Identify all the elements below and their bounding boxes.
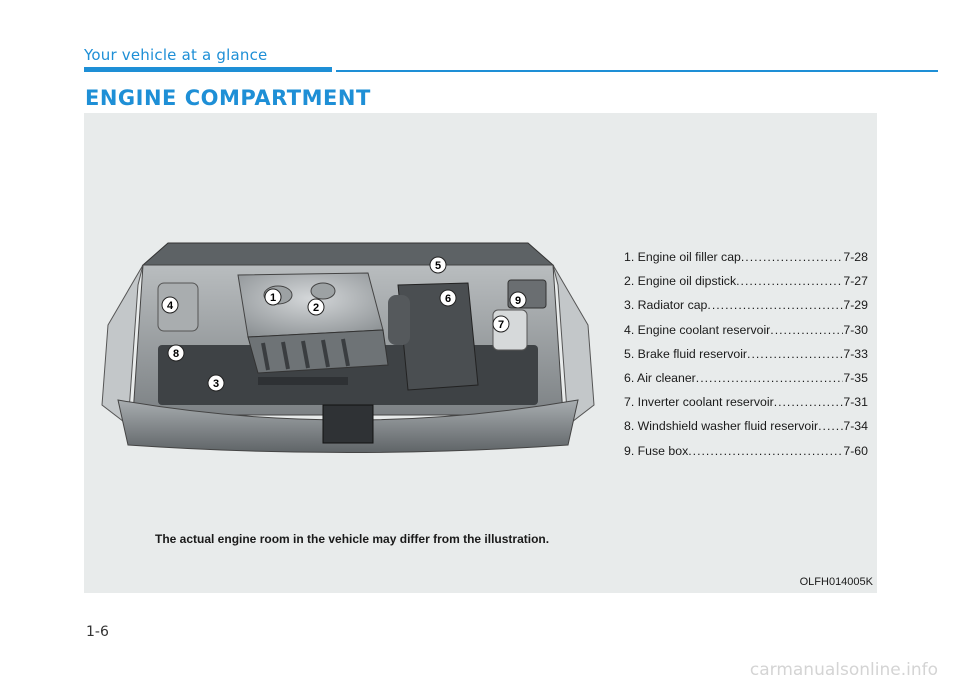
page-reference: 7-30 [843,322,868,337]
left-fender-shape [101,264,144,426]
svg-text:7: 7 [498,319,504,331]
list-item: 5. Brake fluid reservoir7-33 [624,347,868,371]
section-rule-thick [84,67,332,72]
callout-3: 3 [207,374,225,392]
callout-5: 5 [429,256,447,274]
callout-9: 9 [509,291,527,309]
page-reference: 7-34 [843,419,868,434]
callout-1: 1 [264,288,282,306]
page-reference: 7-31 [843,395,868,410]
figure-disclaimer: The actual engine room in the vehicle ma… [155,532,550,546]
parts-list: 1. Engine oil filler cap7-28 2. Engine o… [624,250,868,468]
page-reference: 7-33 [843,346,868,361]
list-item: 4. Engine coolant reservoir7-30 [624,323,868,347]
svg-text:9: 9 [515,295,521,307]
figure-code: OLFH014005K [799,576,873,588]
page-reference: 7-35 [843,370,868,385]
callout-4: 4 [161,296,179,314]
engine-label-plate-shape [258,377,348,385]
page-reference: 7-28 [843,250,868,264]
watermark: carmanualsonline.info [749,660,938,680]
page-title: ENGINE COMPARTMENT [85,86,371,110]
svg-text:8: 8 [173,348,179,360]
callout-8: 8 [167,344,185,362]
list-item: 7. Inverter coolant reservoir7-31 [624,395,868,419]
svg-text:1: 1 [270,292,276,304]
page-reference: 7-27 [843,274,868,289]
svg-text:5: 5 [435,260,441,272]
callout-2: 2 [307,298,325,316]
page-reference: 7-29 [843,298,868,313]
engine-compartment-illustration: 1 2 3 4 5 6 7 8 9 [101,242,595,453]
page-number: 1-6 [86,624,109,640]
callout-markers: 1 2 3 4 5 6 7 8 9 [161,256,527,392]
list-item: 1. Engine oil filler cap7-28 [624,250,868,274]
intake-manifold-shape [247,329,389,374]
right-fender-shape [552,264,595,426]
section-rule-thin [336,70,938,72]
grille-latch-shape [322,404,374,444]
list-item: 9. Fuse box7-60 [624,444,868,468]
air-cleaner-shape [397,282,479,391]
cover-port-shape [310,282,336,300]
list-item: 8. Windshield washer fluid reservoir7-34 [624,419,868,443]
callout-7: 7 [492,315,510,333]
svg-text:3: 3 [213,378,219,390]
air-duct-shape [388,295,410,345]
list-item: 2. Engine oil dipstick7-27 [624,274,868,298]
callout-6: 6 [439,289,457,307]
figure-panel: 1 2 3 4 5 6 7 8 9 1. Engine oil filler c… [84,113,877,593]
section-header: Your vehicle at a glance [84,46,268,64]
svg-text:6: 6 [445,293,451,305]
list-item: 6. Air cleaner7-35 [624,371,868,395]
page-reference: 7-60 [843,443,868,458]
svg-text:4: 4 [167,300,174,312]
svg-text:2: 2 [313,302,319,314]
list-item: 3. Radiator cap7-29 [624,298,868,322]
hood-shape [141,242,555,266]
